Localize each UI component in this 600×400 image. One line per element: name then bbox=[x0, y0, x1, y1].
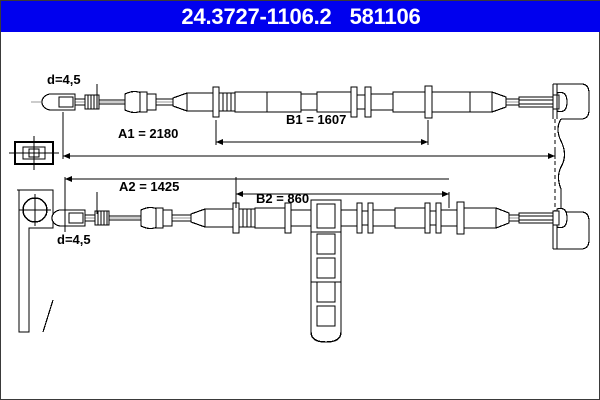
upper-flange-2 bbox=[424, 85, 433, 119]
lower-sleeve-5 bbox=[394, 207, 426, 229]
lower-flange-3 bbox=[456, 201, 465, 235]
b1-dimension-label: B1 = 1607 bbox=[286, 112, 347, 127]
upper-flange-1 bbox=[212, 86, 220, 118]
lower-sleeve-3 bbox=[340, 209, 358, 227]
lower-cone bbox=[495, 207, 510, 229]
lower-left-threaded-collar bbox=[94, 210, 110, 226]
lower-double-flange-2 bbox=[424, 202, 442, 234]
upper-cone bbox=[491, 91, 507, 113]
lower-flange-2 bbox=[284, 202, 292, 234]
upper-body-1 bbox=[431, 91, 471, 113]
upper-body-2 bbox=[469, 91, 493, 113]
a1-dimension-label: A1 = 2180 bbox=[118, 126, 179, 141]
clip-detail bbox=[9, 136, 59, 170]
part-number: 24.3727-1106.2 bbox=[181, 3, 332, 29]
lower-ribbed-section-1 bbox=[238, 208, 256, 228]
lower-sleeve-6 bbox=[440, 209, 458, 227]
upper-taper-sleeve bbox=[172, 92, 214, 112]
upper-threaded-stud bbox=[518, 96, 554, 108]
a2-dimension-label: A2 = 1425 bbox=[119, 179, 180, 194]
drawing-svg bbox=[9, 83, 590, 343]
lower-sleeve-2 bbox=[290, 209, 312, 227]
mounting-bracket bbox=[17, 189, 54, 333]
lower-sleeve-1 bbox=[254, 207, 286, 229]
end-bracket bbox=[552, 83, 590, 250]
lower-body-1 bbox=[463, 207, 497, 229]
lower-threaded-stud bbox=[518, 212, 554, 224]
header-bar: 24.3727-1106.2 581106 bbox=[1, 1, 600, 32]
upper-left-threaded-collar bbox=[84, 94, 100, 110]
upper-left-barrel-end bbox=[41, 93, 76, 111]
b2-dimension-label: B2 = 860 bbox=[256, 191, 310, 206]
reference-number: 581106 bbox=[349, 3, 421, 29]
technical-drawing: d=4,5 A1 = 2180 B1 = 1607 A2 = 1425 B2 =… bbox=[1, 32, 600, 400]
upper-diameter-label: d=4,5 bbox=[47, 72, 81, 87]
lower-sleeve-4 bbox=[372, 209, 396, 227]
lower-dimension-lines bbox=[64, 84, 450, 232]
lower-taper-sleeve bbox=[190, 208, 234, 228]
lower-bulb-fitting bbox=[140, 206, 173, 230]
upper-sleeve-1 bbox=[234, 91, 268, 113]
lower-double-flange bbox=[356, 202, 374, 234]
chain-equalizer bbox=[310, 199, 342, 343]
upper-sleeve-2 bbox=[266, 91, 302, 113]
upper-ribbed-section-1 bbox=[218, 92, 236, 112]
upper-double-flange bbox=[350, 86, 372, 118]
upper-sleeve-3 bbox=[300, 93, 318, 111]
lower-left-barrel-end bbox=[51, 209, 86, 227]
upper-sleeve-5 bbox=[370, 93, 394, 111]
upper-cable-assembly bbox=[31, 85, 568, 119]
lower-diameter-label: d=4,5 bbox=[57, 232, 91, 247]
upper-sleeve-4 bbox=[316, 91, 352, 113]
lower-cable-assembly bbox=[51, 199, 568, 343]
upper-sleeve-6 bbox=[392, 91, 426, 113]
upper-dimension-lines bbox=[62, 112, 556, 159]
upper-bulb-fitting bbox=[124, 90, 157, 114]
